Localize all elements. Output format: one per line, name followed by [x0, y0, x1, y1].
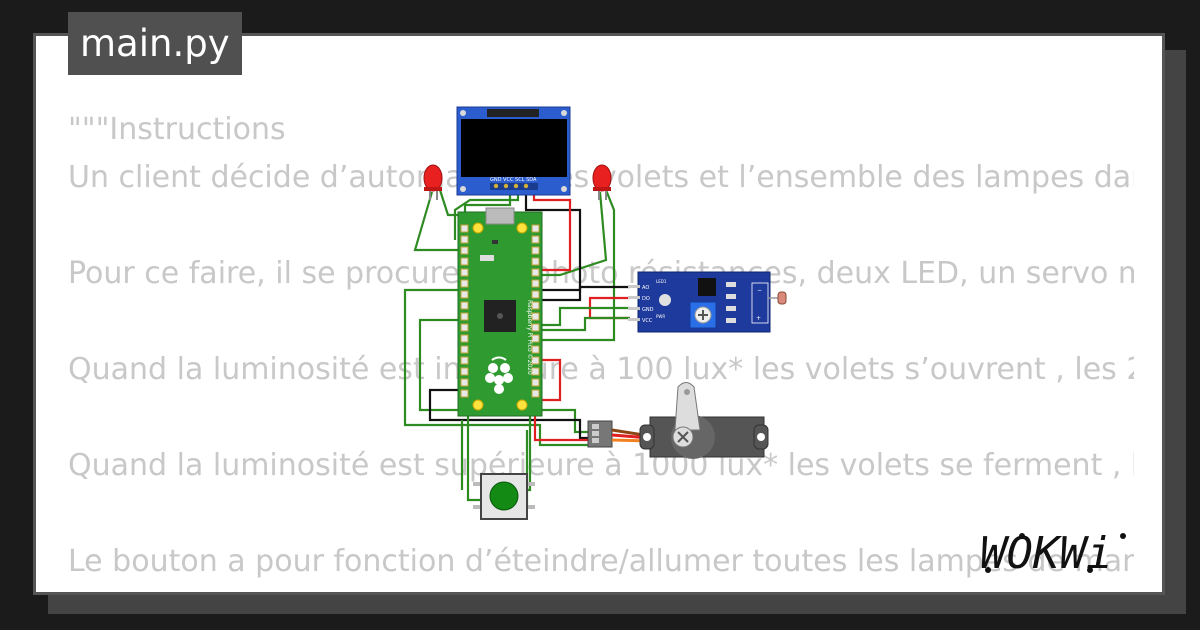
pico-pins-right	[531, 224, 540, 398]
ldr-minus-glyph: −	[757, 287, 762, 294]
code-line: Quand la luminosité est supérieure à 100…	[68, 448, 1134, 483]
code-line: Quand la luminosité est inférieure à 100…	[68, 352, 1134, 387]
ldr-label-pwr: PWR	[656, 314, 665, 319]
oled-display[interactable]: GND VCC SCL SDA	[456, 106, 571, 196]
ldr-label-led1: LED1	[656, 279, 667, 284]
ldr-plus-glyph: +	[756, 315, 761, 322]
servo-motor[interactable]	[587, 382, 769, 460]
led-left[interactable]	[423, 164, 443, 200]
raspberry-pi-pico[interactable]: Raspberry Pi Pico ©2020	[457, 207, 543, 417]
preview-card: """Instructions Un client décide d’autom…	[33, 33, 1165, 595]
pico-label: Raspberry Pi Pico ©2020	[526, 300, 533, 375]
ldr-header-pins	[628, 285, 640, 321]
raspberry-logo-icon	[485, 356, 513, 394]
push-button[interactable]	[473, 473, 535, 520]
code-line: """Instructions	[68, 112, 286, 147]
led-right[interactable]	[592, 164, 612, 200]
wokwi-logo: WOKWi	[980, 528, 1126, 579]
ldr-pin-do: DO	[642, 296, 650, 302]
pico-pins-left	[460, 224, 469, 398]
photoresistor-module[interactable]: AO DO GND VCC LED1 PWR − +	[628, 271, 787, 333]
file-tab[interactable]: main.py	[68, 12, 242, 75]
ldr-pin-gnd: GND	[642, 307, 654, 313]
photoresistor-icon	[768, 291, 787, 305]
ldr-pin-ao: AO	[642, 285, 649, 291]
ldr-pin-vcc: VCC	[642, 318, 653, 324]
code-line: Le bouton a pour fonction d’éteindre/all…	[68, 544, 1134, 579]
oled-pin-labels: GND VCC SCL SDA	[490, 177, 537, 183]
code-preview: """Instructions Un client décide d’autom…	[68, 106, 1134, 586]
